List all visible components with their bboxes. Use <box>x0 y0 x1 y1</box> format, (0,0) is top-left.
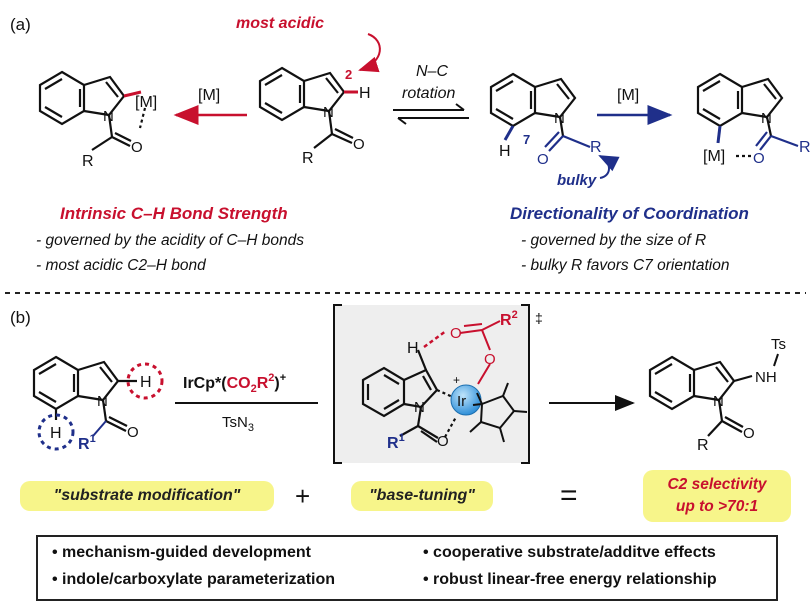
atom-n: N <box>97 393 108 410</box>
atom-n: N <box>103 108 114 125</box>
n-c-label: N–C <box>416 63 448 80</box>
summary-box <box>36 535 778 601</box>
atom-r: R <box>590 139 602 156</box>
panel-b-label: (b) <box>10 308 31 327</box>
atom-o: O <box>537 151 549 168</box>
cp-star-ring <box>469 382 528 443</box>
atom-n-product: N <box>713 393 724 410</box>
r2-label: R2 <box>500 309 518 329</box>
c2-selectivity-line-2: up to >70:1 <box>675 498 759 515</box>
atom-n: N <box>554 110 565 127</box>
rotation-label: rotation <box>402 85 455 102</box>
atom-r-product: R <box>697 437 709 454</box>
m-label-red-arrow: [M] <box>198 87 220 104</box>
atom-h-c7: H <box>50 425 62 442</box>
right-line-2: - bulky R favors C7 orientation <box>521 257 729 274</box>
m-label-right: [M] <box>703 148 725 165</box>
atom-o-ts-2: O <box>484 351 496 368</box>
indole-c7-metal-complex <box>696 72 784 144</box>
position-7-label: 7 <box>523 132 530 147</box>
position-2-label: 2 <box>345 67 352 82</box>
equilibrium-arrows <box>393 103 469 125</box>
atom-h: H <box>499 143 511 160</box>
n-acyl-indole-center <box>258 66 358 149</box>
c7-h-circle <box>37 413 75 451</box>
atom-o: O <box>353 136 365 153</box>
m-label-left: [M] <box>135 94 157 111</box>
ir-label: Ir <box>457 393 466 410</box>
right-title: Directionality of Coordination <box>510 204 749 223</box>
ir-plus: + <box>453 373 460 387</box>
atom-o-product: O <box>743 425 755 442</box>
tsn3-label: TsN3 <box>222 414 254 434</box>
nh-label: NH <box>755 369 777 386</box>
bullet-1: • mechanism-guided development <box>52 544 311 561</box>
atom-r: R <box>799 139 811 156</box>
dagger-symbol: ‡ <box>535 310 543 326</box>
most-acidic-arrow <box>358 33 381 73</box>
bullet-4: • robust linear-free energy relationship <box>423 571 717 588</box>
atom-h: H <box>359 85 371 102</box>
c2-selectivity-line-1: C2 selectivity <box>667 476 767 493</box>
bulky-label: bulky <box>557 172 597 189</box>
c2-selectivity-badge: C2 selectivity up to >70:1 <box>643 470 791 522</box>
right-line-1: - governed by the size of R <box>521 232 706 249</box>
indole-c2-metal-complex <box>38 70 147 151</box>
acyl-group-blue <box>544 131 591 152</box>
equals-sign: = <box>560 479 578 512</box>
ts-brackets <box>333 304 530 464</box>
atom-o-ts-3: O <box>437 433 449 450</box>
r1-label: R1 <box>78 433 96 453</box>
atom-h-ts: H <box>407 340 419 357</box>
atom-o-ts-1: O <box>450 325 462 342</box>
panel-a-label: (a) <box>10 15 31 34</box>
base-tuning-label: "base-tuning" <box>351 481 493 511</box>
atom-r: R <box>82 153 94 170</box>
product-indole <box>648 355 753 437</box>
atom-o: O <box>127 424 139 441</box>
transition-state-box <box>334 305 529 463</box>
left-line-2: - most acidic C2–H bond <box>36 257 207 274</box>
atom-n-ts: N <box>414 399 425 416</box>
ts-label: Ts <box>771 336 786 353</box>
n-acyl-indole-rotamer <box>489 72 577 141</box>
bullet-2: • cooperative substrate/additve effects <box>423 544 716 561</box>
plus-sign: + <box>295 481 310 511</box>
m-label-blue-arrow: [M] <box>617 87 639 104</box>
substrate-modification-label: "substrate modification" <box>20 481 274 511</box>
acyl-group-blue-c7 <box>736 131 799 158</box>
atom-n: N <box>323 104 334 121</box>
reagent-label: IrCp*(CO2R2)+ <box>183 372 286 395</box>
bullet-3: • indole/carboxylate parameterization <box>52 571 336 588</box>
c2-h-circle <box>126 362 164 400</box>
ts-indole <box>361 349 457 443</box>
atom-h-c2: H <box>140 374 152 391</box>
atom-n: N <box>761 110 772 127</box>
atom-o: O <box>131 139 143 156</box>
left-line-1: - governed by the acidity of C–H bonds <box>36 232 304 249</box>
bulky-arrow <box>598 155 620 179</box>
r1-ts-label: R1 <box>387 432 405 452</box>
atom-r: R <box>302 150 314 167</box>
most-acidic-label: most acidic <box>236 15 324 32</box>
carboxylate-red <box>423 320 501 385</box>
atom-o: O <box>753 150 765 167</box>
left-title: Intrinsic C–H Bond Strength <box>60 204 288 223</box>
substrate-indole <box>32 355 137 432</box>
